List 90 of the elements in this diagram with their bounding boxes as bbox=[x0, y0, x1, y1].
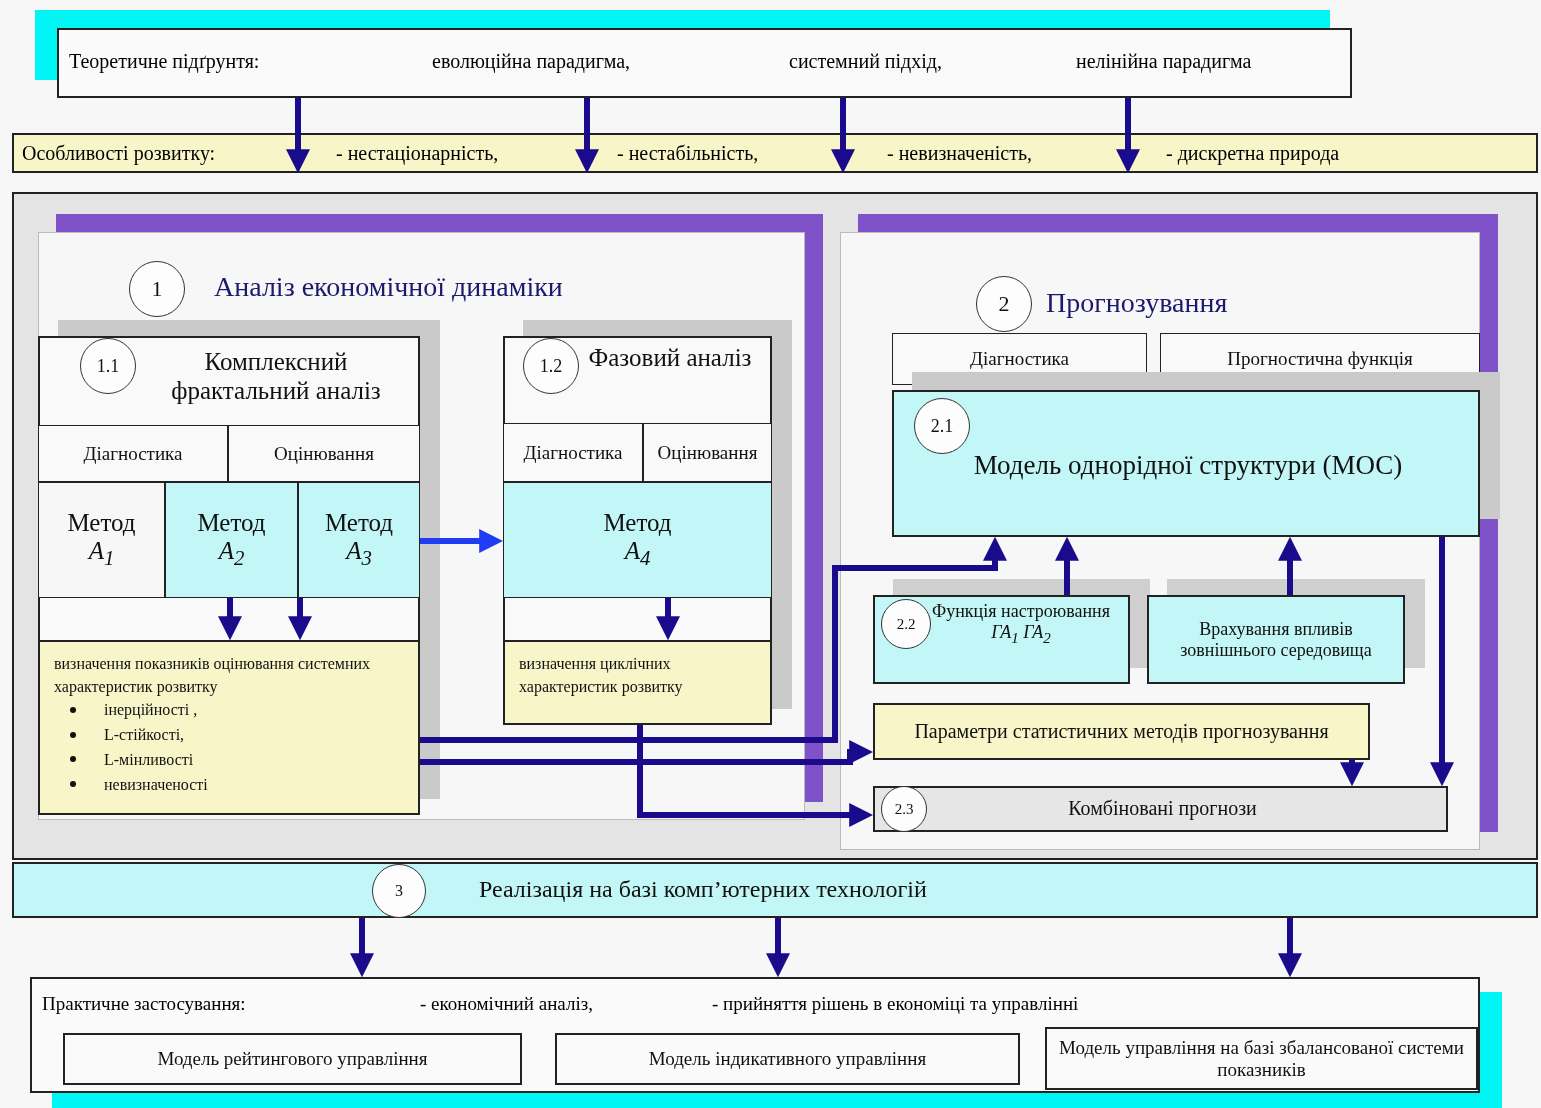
step-number: 1.2 bbox=[523, 338, 579, 394]
result-box bbox=[38, 640, 420, 815]
label-text: Прогностична функція bbox=[1227, 348, 1413, 370]
arrow bbox=[1340, 760, 1364, 787]
title-text: Комбіновані прогнози bbox=[1068, 797, 1257, 820]
arrow bbox=[420, 740, 874, 765]
title-text: Комплексний фрактальний аналіз bbox=[170, 348, 382, 406]
header-cell bbox=[38, 425, 228, 482]
header-cell bbox=[892, 333, 1147, 385]
label-text: системний підхід, bbox=[789, 50, 942, 73]
arrow bbox=[575, 98, 599, 174]
arrow bbox=[656, 598, 680, 641]
label-text: - нестаціонарність, bbox=[336, 142, 499, 165]
arrow bbox=[831, 98, 855, 174]
label-text: - дискретна природа bbox=[1166, 142, 1340, 165]
step-number: 1 bbox=[129, 261, 185, 317]
label-text: - економічний аналіз, bbox=[420, 993, 593, 1015]
label-text: - нестабільність, bbox=[617, 142, 759, 165]
arrow bbox=[420, 529, 504, 553]
label-text: Модель управління на базі збалансованої системи показників bbox=[1058, 1036, 1465, 1081]
step-number: 3 bbox=[372, 864, 426, 918]
bullet-item: L-стійкості, bbox=[104, 725, 185, 746]
label-text: Діагностика bbox=[970, 348, 1069, 370]
title-text: Функція настроювання bbox=[932, 601, 1110, 622]
feature-band bbox=[12, 133, 1538, 173]
label-text: Модель індикативного управління bbox=[648, 1048, 927, 1070]
label-text: A$_{3}$ bbox=[346, 537, 372, 572]
header-cell bbox=[503, 423, 643, 482]
arrow bbox=[1055, 536, 1079, 595]
method-cell bbox=[38, 482, 165, 598]
title-text: Прогнозування bbox=[1046, 287, 1228, 320]
label-text: Діагностика bbox=[523, 441, 623, 464]
title-text: Фазовий аналіз bbox=[588, 344, 752, 373]
label-text: еволюційна парадигма, bbox=[432, 50, 631, 73]
parameter-box bbox=[873, 703, 1370, 760]
label-text: Модель рейтингового управління bbox=[157, 1048, 428, 1070]
label-text: Теоретичне підґрунтя: bbox=[69, 50, 260, 73]
label-text: Метод bbox=[197, 508, 266, 538]
model-box bbox=[1045, 1027, 1478, 1090]
arrow bbox=[1430, 537, 1454, 787]
arrow bbox=[637, 725, 874, 827]
title-text: Модель однорідної структури (МОС) bbox=[973, 450, 1403, 482]
label-text: нелінійна парадигма bbox=[1076, 50, 1252, 73]
label-text: Практичне застосування: bbox=[42, 993, 246, 1015]
label-text: Метод bbox=[324, 508, 394, 538]
label-text: A$_{4}$ bbox=[624, 537, 651, 572]
arrow bbox=[766, 918, 790, 978]
bullet-item: L-мінливості bbox=[104, 749, 194, 770]
label-text: Врахування впливів зовнішнього середовища bbox=[1179, 618, 1373, 661]
model-box bbox=[555, 1033, 1020, 1085]
header-cell bbox=[643, 423, 772, 482]
result-box bbox=[503, 640, 772, 725]
description-text: визначення циклічних характеристик розвитку bbox=[519, 654, 684, 698]
label-text: A$_{2}$ bbox=[218, 537, 245, 572]
container-panel bbox=[12, 192, 1538, 860]
arrow bbox=[420, 536, 1007, 743]
step-number: 2.2 bbox=[881, 599, 931, 649]
label-text: - невизначеність, bbox=[887, 142, 1032, 165]
step-number: 2 bbox=[976, 276, 1032, 332]
step-number: 1.1 bbox=[80, 338, 136, 394]
bullet-item: невизначеності bbox=[104, 774, 208, 795]
arrow bbox=[1116, 98, 1140, 174]
label-text: - прийняття рішень в економіці та управлінні bbox=[712, 993, 1079, 1015]
label-text: Метод bbox=[67, 508, 136, 538]
arrow bbox=[1278, 536, 1302, 595]
method-cell bbox=[503, 482, 772, 598]
implementation-band bbox=[12, 862, 1538, 918]
method-cell bbox=[298, 482, 420, 598]
label-text: Параметри статистичних методів прогнозування bbox=[914, 720, 1329, 743]
bullet-item: інерційності , bbox=[104, 700, 198, 721]
label-text: A$_{1}$ bbox=[88, 537, 115, 572]
label-text: Оцінювання bbox=[657, 441, 758, 464]
title-text: Аналіз економічної динаміки bbox=[214, 271, 563, 304]
forecast-box bbox=[873, 786, 1448, 832]
model-box bbox=[63, 1033, 522, 1085]
label-text: Діагностика bbox=[83, 442, 183, 465]
arrow bbox=[218, 598, 242, 641]
arrow bbox=[288, 598, 312, 641]
step-number: 2.3 bbox=[881, 786, 927, 832]
title-text: ГА$_{1}$ ГА$_{2}$ bbox=[991, 621, 1051, 647]
step-number: 2.1 bbox=[914, 398, 970, 454]
label-text: Метод bbox=[603, 508, 672, 538]
title-text: Реалізація на базі комп’ютерних технологій bbox=[479, 876, 927, 904]
arrow bbox=[286, 98, 310, 174]
arrow bbox=[1278, 918, 1302, 978]
label-text: Оцінювання bbox=[274, 442, 374, 465]
arrow bbox=[350, 918, 374, 978]
header-cell bbox=[228, 425, 420, 482]
label-text: Особливості розвитку: bbox=[22, 142, 216, 165]
method-cell bbox=[165, 482, 298, 598]
